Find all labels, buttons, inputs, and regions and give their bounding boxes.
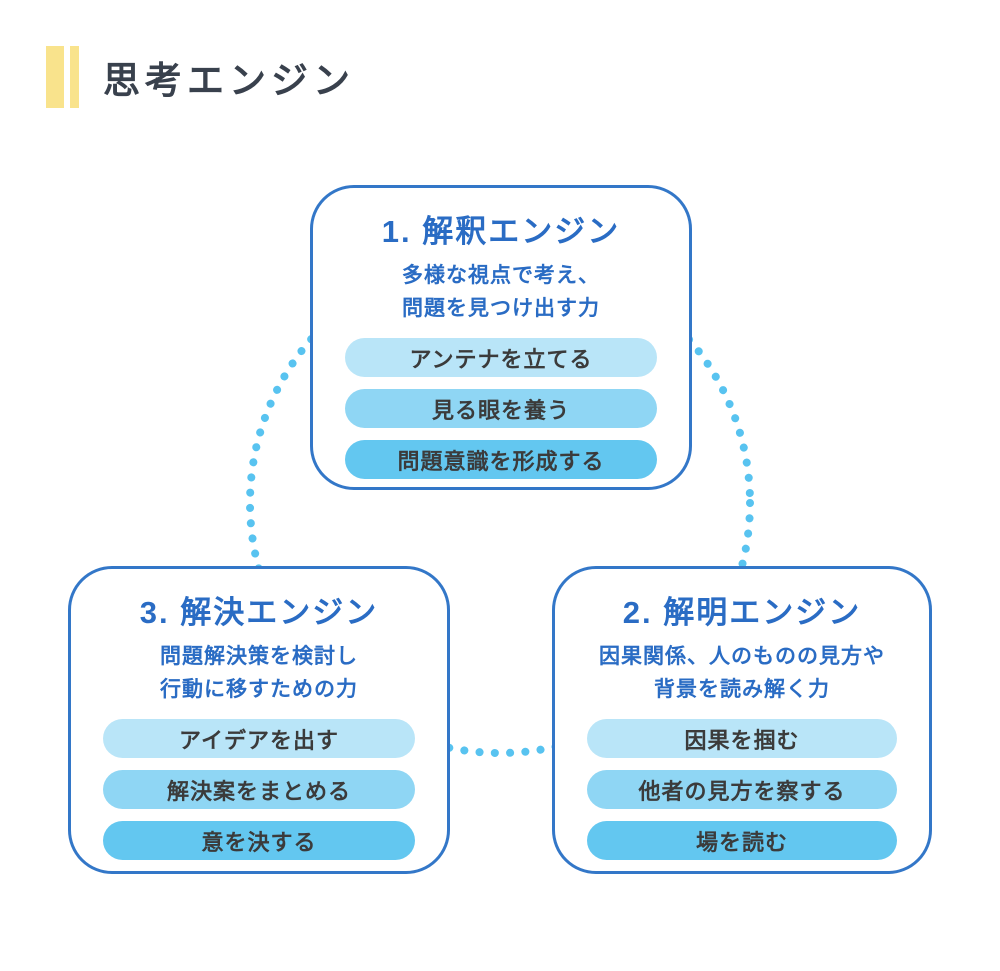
box-description-line: 行動に移すための力 <box>160 678 358 701</box>
skill-pill: 問題意識を形成する <box>345 440 657 479</box>
box-title: 1. 解釈エンジン <box>381 214 621 249</box>
page-title: 思考エンジン <box>103 60 355 101</box>
box-elucidation-engine: 2. 解明エンジン 因果関係、人のものの見方や 背景を読み解く力 因果を掴む 他… <box>552 566 932 874</box>
skill-pill: 因果を掴む <box>587 719 897 758</box>
box-interpretation-engine: 1. 解釈エンジン 多様な視点で考え、 問題を見つけ出す力 アンテナを立てる 見… <box>310 185 692 490</box>
header: 思考エンジン <box>46 46 355 108</box>
skill-pill: アンテナを立てる <box>345 338 657 377</box>
box-description-line: 背景を読み解く力 <box>654 678 830 701</box>
box-description-line: 問題を見つけ出す力 <box>402 297 600 320</box>
skill-pill-list: アンテナを立てる 見る眼を養う 問題意識を形成する <box>345 338 657 479</box>
skill-pill: 他者の見方を察する <box>587 770 897 809</box>
box-description-line: 多様な視点で考え、 <box>402 264 600 287</box>
box-solution-engine: 3. 解決エンジン 問題解決策を検討し 行動に移すための力 アイデアを出す 解決… <box>68 566 450 874</box>
box-title: 3. 解決エンジン <box>139 595 379 630</box>
skill-pill: 意を決する <box>103 821 415 860</box>
skill-pill: アイデアを出す <box>103 719 415 758</box>
box-title: 2. 解明エンジン <box>622 595 862 630</box>
box-description-line: 因果関係、人のものの見方や <box>599 645 885 668</box>
title-accent-bar-thin <box>70 46 79 108</box>
skill-pill-list: 因果を掴む 他者の見方を察する 場を読む <box>587 719 897 860</box>
skill-pill: 解決案をまとめる <box>103 770 415 809</box>
skill-pill: 場を読む <box>587 821 897 860</box>
title-accent-bar-wide <box>46 46 64 108</box>
skill-pill-list: アイデアを出す 解決案をまとめる 意を決する <box>103 719 415 860</box>
box-description-line: 問題解決策を検討し <box>160 645 358 668</box>
skill-pill: 見る眼を養う <box>345 389 657 428</box>
